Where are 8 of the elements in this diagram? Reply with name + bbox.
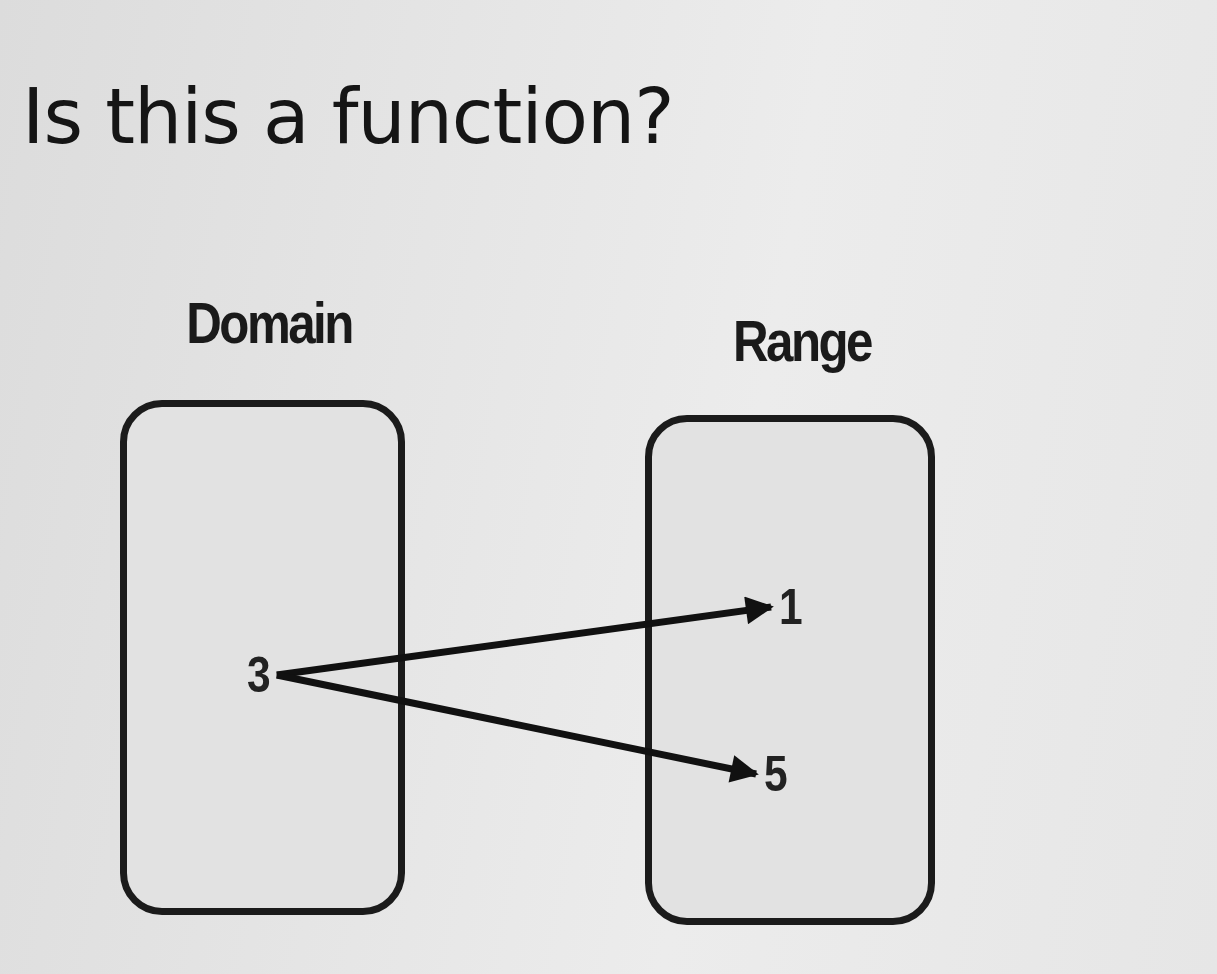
set-heading: Domain [186,289,352,356]
title: Is this a function? [22,72,674,161]
set-heading: Range [733,307,871,374]
arrow [276,596,774,679]
value-label: 3 [247,650,271,700]
arrow [276,671,759,783]
value-label: 5 [764,749,788,799]
value-label: 1 [779,582,803,632]
